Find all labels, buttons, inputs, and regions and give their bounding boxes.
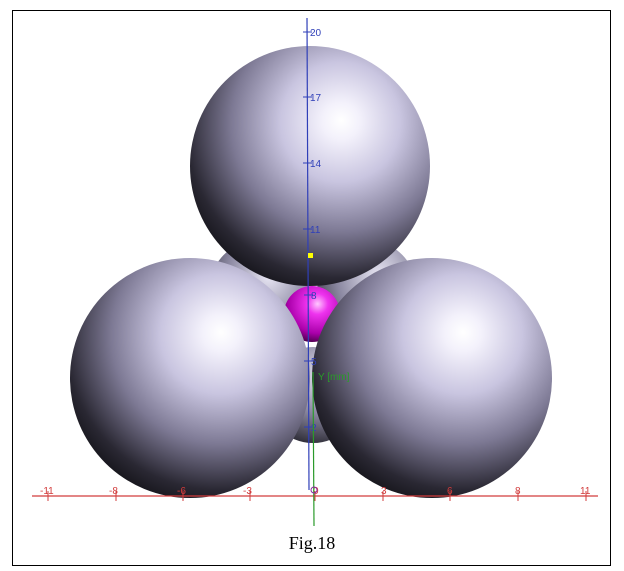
z-tick-label: 2 — [311, 423, 317, 434]
z-tick-label: 20 — [310, 28, 322, 39]
x-tick-label: 8 — [515, 486, 521, 497]
x-axis: -11 -8 -6 -3 0 3 6 8 11 — [32, 486, 598, 501]
yellow-point-marker — [308, 253, 313, 258]
x-tick-label: -8 — [109, 486, 118, 497]
z-tick-label: 14 — [310, 159, 322, 170]
y-axis: Y [mm] — [312, 371, 350, 527]
y-axis-label: Y [mm] — [318, 372, 350, 383]
top-sphere — [190, 46, 430, 286]
x-tick-label: -6 — [177, 486, 186, 497]
x-tick-label: 11 — [580, 486, 591, 497]
z-tick-label: 5 — [311, 357, 317, 368]
x-tick-label: 3 — [381, 486, 387, 497]
x-tick-label: -3 — [243, 486, 252, 497]
x-tick-label: -11 — [40, 486, 54, 497]
z-tick-label: 8 — [311, 291, 317, 302]
bottom-left-sphere — [70, 258, 310, 498]
z-tick-label: 11 — [310, 225, 321, 236]
x-tick-label: 0 — [313, 486, 319, 497]
figure-caption: Fig.18 — [288, 533, 336, 553]
z-tick-label: 17 — [310, 93, 322, 104]
origin-marker — [310, 486, 318, 494]
bottom-right-sphere — [312, 258, 552, 498]
x-tick-label: 6 — [447, 486, 453, 497]
